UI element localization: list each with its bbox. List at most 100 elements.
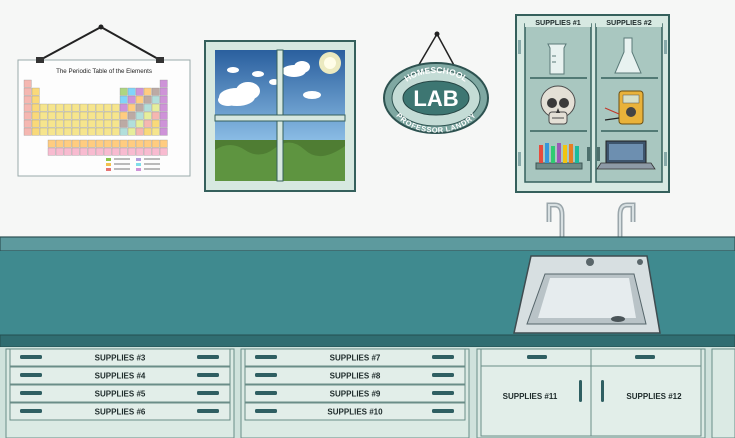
drawer-handle[interactable] bbox=[20, 373, 42, 377]
element-cell bbox=[47, 103, 56, 112]
supplies-11-label: SUPPLIES #11 bbox=[503, 392, 558, 401]
element-cell bbox=[23, 103, 32, 112]
element-cell bbox=[119, 127, 128, 136]
element-cell bbox=[159, 119, 168, 128]
multimeter-icon[interactable] bbox=[604, 90, 644, 125]
element-cell bbox=[95, 127, 104, 136]
window[interactable] bbox=[204, 40, 356, 192]
element-cell bbox=[159, 87, 168, 96]
cabinet-door-right[interactable]: SUPPLIES #12 bbox=[590, 348, 702, 437]
drawer-handle[interactable] bbox=[432, 373, 454, 377]
drawer-handle[interactable] bbox=[197, 391, 219, 395]
cabinet-door-left[interactable]: SUPPLIES #11 bbox=[480, 348, 592, 437]
drawer-handle[interactable] bbox=[20, 355, 42, 359]
drawer-handle[interactable] bbox=[197, 355, 219, 359]
element-cell bbox=[23, 119, 32, 128]
element-cell bbox=[127, 119, 136, 128]
element-cell bbox=[143, 103, 152, 112]
element-cell bbox=[127, 103, 136, 112]
element-cell bbox=[159, 127, 168, 136]
cabinet-label-supplies-2: SUPPLIES #2 bbox=[606, 18, 652, 27]
test-tube-rack-icon[interactable] bbox=[535, 143, 583, 170]
element-cell bbox=[159, 79, 168, 88]
element-cell bbox=[79, 119, 88, 128]
element-cell bbox=[111, 111, 120, 120]
cabinet-label-supplies-1: SUPPLIES #1 bbox=[535, 18, 581, 27]
element-cell bbox=[135, 103, 144, 112]
element-cell bbox=[47, 147, 56, 156]
laptop-icon[interactable] bbox=[596, 140, 656, 170]
element-cell bbox=[127, 147, 136, 156]
drawer-handle[interactable] bbox=[432, 355, 454, 359]
element-cell bbox=[127, 95, 136, 104]
element-cell bbox=[151, 127, 160, 136]
element-cell bbox=[71, 119, 80, 128]
element-cell bbox=[135, 87, 144, 96]
element-cell bbox=[23, 95, 32, 104]
element-cell bbox=[87, 111, 96, 120]
skull-icon[interactable] bbox=[540, 85, 576, 125]
element-cell bbox=[71, 103, 80, 112]
element-cell bbox=[55, 111, 64, 120]
drawer-label: SUPPLIES #8 bbox=[330, 372, 381, 381]
sink[interactable] bbox=[513, 255, 661, 334]
element-cell bbox=[87, 119, 96, 128]
drawer-supplies-3[interactable]: SUPPLIES #3 bbox=[9, 348, 231, 367]
drawer-handle[interactable] bbox=[432, 409, 454, 413]
drawer-handle[interactable] bbox=[197, 373, 219, 377]
flask-icon[interactable] bbox=[614, 37, 642, 74]
element-cell bbox=[143, 95, 152, 104]
element-cell bbox=[31, 103, 40, 112]
element-cell bbox=[55, 127, 64, 136]
element-cell bbox=[39, 127, 48, 136]
element-cell bbox=[31, 111, 40, 120]
drawer-supplies-4[interactable]: SUPPLIES #4 bbox=[9, 366, 231, 385]
drawer-label: SUPPLIES #9 bbox=[330, 390, 381, 399]
element-cell bbox=[31, 119, 40, 128]
periodic-table-poster[interactable]: The Periodic Table of the Elements bbox=[17, 24, 191, 177]
drawer-handle[interactable] bbox=[432, 391, 454, 395]
lab-sign-title: LAB bbox=[413, 86, 458, 111]
drawer-supplies-9[interactable]: SUPPLIES #9 bbox=[244, 384, 466, 403]
element-cell bbox=[55, 119, 64, 128]
drawer-supplies-8[interactable]: SUPPLIES #8 bbox=[244, 366, 466, 385]
drawer-supplies-10[interactable]: SUPPLIES #10 bbox=[244, 402, 466, 421]
drawer-handle[interactable] bbox=[255, 355, 277, 359]
drawer-handle[interactable] bbox=[197, 409, 219, 413]
element-cell bbox=[79, 127, 88, 136]
sun-icon bbox=[319, 52, 341, 74]
element-cell bbox=[159, 95, 168, 104]
drawer-handle[interactable] bbox=[20, 391, 42, 395]
drawer-handle[interactable] bbox=[255, 409, 277, 413]
drawer-supplies-6[interactable]: SUPPLIES #6 bbox=[9, 402, 231, 421]
element-cell bbox=[143, 111, 152, 120]
drawer-handle[interactable] bbox=[20, 409, 42, 413]
element-cell bbox=[151, 95, 160, 104]
beaker-icon[interactable] bbox=[547, 43, 567, 75]
element-cell bbox=[63, 119, 72, 128]
element-cell bbox=[103, 139, 112, 148]
drawer-handle[interactable] bbox=[255, 373, 277, 377]
element-cell bbox=[31, 95, 40, 104]
element-cell bbox=[151, 111, 160, 120]
lab-sign[interactable]: HOMESCHOOL LAB PROFESSOR LANDRY bbox=[383, 31, 489, 135]
element-cell bbox=[119, 147, 128, 156]
element-cell bbox=[63, 111, 72, 120]
element-cell bbox=[135, 95, 144, 104]
element-cell bbox=[127, 127, 136, 136]
element-cell bbox=[23, 79, 32, 88]
drawer-handle[interactable] bbox=[255, 391, 277, 395]
element-cell bbox=[119, 139, 128, 148]
wall-cabinet[interactable]: SUPPLIES #1 SUPPLIES #2 bbox=[515, 14, 670, 193]
element-cell bbox=[55, 147, 64, 156]
element-cell bbox=[111, 147, 120, 156]
drawer-label: SUPPLIES #7 bbox=[330, 354, 381, 363]
drawer-supplies-7[interactable]: SUPPLIES #7 bbox=[244, 348, 466, 367]
drawer-supplies-5[interactable]: SUPPLIES #5 bbox=[9, 384, 231, 403]
element-cell bbox=[103, 111, 112, 120]
element-cell bbox=[159, 111, 168, 120]
element-cell bbox=[143, 127, 152, 136]
element-cell bbox=[127, 87, 136, 96]
